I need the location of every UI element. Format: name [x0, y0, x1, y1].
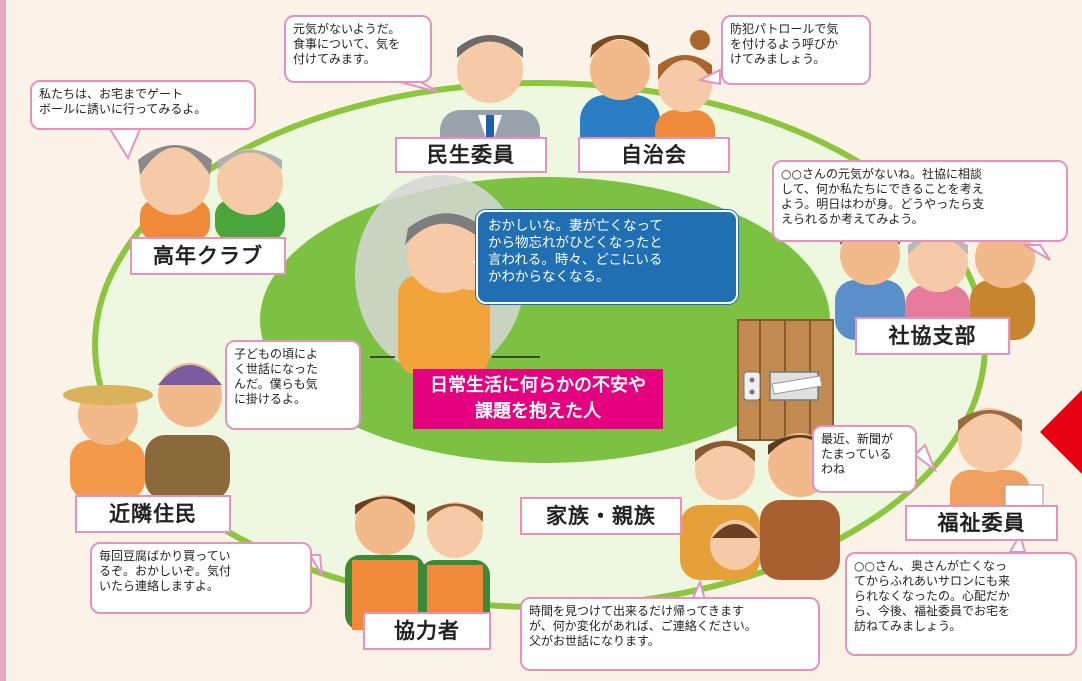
shakyo-speech-bubble: ○○さんの元気がないね。社協に相談 して、何か私たちにできることを考え よう。明… — [772, 160, 1068, 242]
left-frame-border — [0, 0, 6, 681]
jichikai-label: 自治会 — [578, 137, 730, 173]
kounen-speech-bubble: 私たちは、お宅までゲート ボールに誘いに行ってみるよ。 — [30, 80, 256, 130]
center-person-label: 日常生活に何らかの不安や 課題を抱えた人 — [413, 369, 663, 429]
kounen-figures — [138, 145, 285, 240]
red-arrow — [1040, 390, 1082, 474]
fukushi-speech-bubble-2: ○○さん、奥さんが亡くなっ てからふれあいサロンにも来 られなくなったの。心配だ… — [845, 552, 1077, 656]
minsei-speech-bubble: 元気がないようだ。 食事について、気を 付けてみます。 — [284, 15, 432, 83]
kinrin-figures — [63, 363, 230, 500]
kyouryoku-speech-bubble: 毎回豆腐ばかり買ってい るぞ。おかしいぞ。気付 いたら連絡しますよ。 — [90, 542, 312, 614]
fukushi-label: 福祉委員 — [905, 505, 1058, 541]
minsei-label: 民生委員 — [395, 137, 547, 173]
fukushi-speech-bubble-1: 最近、新聞が たまっている わね — [812, 425, 917, 493]
mailbox-door — [737, 319, 834, 441]
kazoku-speech-bubble: 時間を見つけて出来るだけ帰ってきます が、何か変化があれば、ご連絡ください。 父… — [520, 597, 820, 671]
kounen-label: 高年クラブ — [130, 237, 286, 275]
central-person-figure — [370, 213, 540, 375]
shakyo-label: 社協支部 — [855, 317, 1010, 355]
kazoku-label: 家族・親族 — [520, 497, 682, 535]
kinrin-label: 近隣住民 — [75, 495, 231, 533]
central-speech-bubble: おかしいな。妻が亡くなって から物忘れがひどくなったと 言われる。時々、どこにい… — [476, 210, 738, 304]
kyouryoku-label: 協力者 — [363, 612, 491, 650]
kinrin-speech-bubble: 子どもの頃によ く世話になった んだ。僕らも気 に掛けるよ。 — [225, 340, 361, 430]
jichikai-speech-bubble: 防犯パトロールで気 を付けるよう呼びか けてみましょう。 — [721, 15, 871, 85]
